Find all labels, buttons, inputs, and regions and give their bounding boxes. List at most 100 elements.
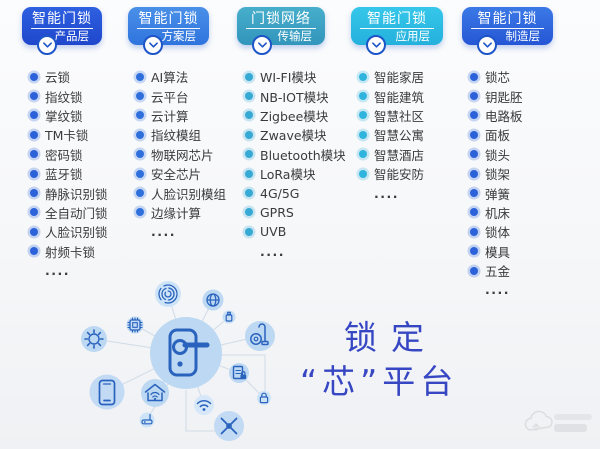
header-title: 智能门锁: [137, 11, 200, 29]
headline-line2: “芯”平台: [300, 362, 459, 401]
header-title: 门锁网络: [246, 11, 316, 29]
list-item: 钥匙胚: [470, 86, 553, 105]
list-item-label: 密码锁: [45, 147, 83, 163]
header-solution-layer: 智能门锁 方案层: [128, 7, 209, 55]
gear-icon: [81, 326, 107, 352]
list-item: 指纹锁: [30, 86, 102, 105]
list-item: 锁体: [470, 222, 553, 241]
bullet-icon: [359, 169, 367, 178]
bullet-icon: [136, 150, 144, 159]
chevron-down-icon: [366, 35, 386, 55]
list-item-label: LoRa模块: [260, 167, 316, 183]
bullet-icon: [30, 130, 38, 139]
more-ellipsis: ....: [374, 185, 399, 201]
bullet-icon: [359, 130, 367, 139]
bullet-icon: [245, 111, 253, 120]
more-ellipsis: ....: [45, 263, 70, 279]
bullet-icon: [470, 92, 478, 101]
list-item: 面板: [470, 125, 553, 144]
header-application-layer: 智能门锁 应用层: [351, 7, 443, 55]
list-item-label: Zigbee模块: [260, 108, 329, 124]
bullet-icon: [136, 189, 144, 198]
list-item: 电路板: [470, 106, 553, 125]
header-transmission-layer: 门锁网络 传输层: [237, 7, 325, 55]
chevron-down-icon: [252, 35, 272, 55]
list-item-label: 智慧公寓: [374, 128, 425, 144]
list-item: 指纹模组: [136, 125, 209, 144]
bullet-icon: [136, 92, 144, 101]
bullet-icon: [30, 150, 38, 159]
headline: 锁定 “芯”平台: [300, 320, 458, 400]
vacuum-cleaner-icon: [245, 321, 275, 351]
list-item-label: 锁头: [485, 147, 511, 163]
list-item: LoRa模块: [245, 164, 325, 183]
list-item-label: 锁芯: [485, 70, 511, 86]
bullet-icon: [245, 169, 253, 178]
bullet-icon: [245, 72, 253, 81]
header-title: 智能门锁: [31, 11, 93, 29]
column-application-layer: 智能门锁 应用层 智能家居智能建筑智慧社区智慧公寓智慧酒店智能安防....: [351, 7, 443, 203]
list-item-label: 安全芯片: [151, 167, 202, 183]
bullet-icon: [470, 150, 478, 159]
list-item-label: Zwave模块: [260, 128, 327, 144]
list-item-label: TM卡锁: [45, 128, 89, 144]
list-item-label: 静脉识别锁: [45, 186, 108, 202]
list-item-label: 智慧社区: [374, 108, 425, 124]
list-item: 云平台: [136, 86, 209, 105]
list-item: 锁头: [470, 145, 553, 164]
list-item: 锁芯: [470, 67, 553, 86]
bullet-icon: [245, 150, 253, 159]
list-item: 模具: [470, 242, 553, 261]
door-lock-icon: [150, 317, 222, 389]
list-item-label: 指纹模组: [151, 128, 202, 144]
item-list: AI算法云平台云计算指纹模组物联网芯片安全芯片人脸识别模组边缘计算....: [128, 67, 226, 242]
pliers-icon: [214, 411, 244, 441]
list-item-label: UVB: [260, 224, 287, 240]
bullet-icon: [30, 189, 38, 198]
list-item-label: 全自动门锁: [45, 205, 108, 221]
smartphone-icon: [89, 374, 125, 410]
list-item: 射频卡锁: [30, 242, 102, 261]
clipboard-lock-icon: [229, 363, 249, 383]
bullet-icon: [30, 111, 38, 120]
bullet-icon: [30, 208, 38, 217]
list-item: Bluetooth模块: [245, 145, 346, 164]
header-product-layer: 智能门锁 产品层: [22, 7, 102, 55]
bullet-icon: [470, 266, 478, 275]
list-item-label: 射频卡锁: [45, 244, 96, 260]
list-item-label: 云平台: [151, 89, 189, 105]
bullet-icon: [470, 72, 478, 81]
list-item-label: 云锁: [45, 70, 71, 86]
headline-line1: 锁定: [344, 318, 438, 357]
list-item: 人脸识别锁: [30, 222, 108, 241]
list-item: 安全芯片: [136, 164, 209, 183]
bullet-icon: [136, 208, 144, 217]
header-subtitle: 产品层: [54, 29, 90, 43]
header-subtitle: 方案层: [161, 29, 197, 43]
list-item-label: 锁架: [485, 167, 511, 183]
list-item-label: 边缘计算: [151, 205, 202, 221]
column-solution-layer: 智能门锁 方案层 AI算法云平台云计算指纹模组物联网芯片安全芯片人脸识别模组边缘…: [128, 7, 226, 242]
header-manufacturing-layer: 智能门锁 制造层: [462, 7, 553, 55]
list-item: 智能家居: [359, 67, 443, 86]
chevron-down-icon: [37, 35, 57, 55]
bullet-icon: [470, 189, 478, 198]
list-item-label: Bluetooth模块: [260, 147, 346, 163]
bullet-icon: [30, 92, 38, 101]
bullet-icon: [245, 130, 253, 139]
list-item-label: 钥匙胚: [485, 89, 523, 105]
wifi-icon: [194, 395, 214, 415]
padlock-icon: [257, 391, 271, 405]
bullet-icon: [245, 227, 253, 236]
list-item-label: WI-FI模块: [260, 70, 317, 86]
bullet-icon: [245, 208, 253, 217]
list-item-label: 电路板: [485, 108, 523, 124]
chip-icon: [126, 316, 144, 334]
bullet-icon: [30, 247, 38, 256]
fingerprint-icon: [155, 281, 181, 307]
bullet-icon: [30, 72, 38, 81]
list-item: Zigbee模块: [245, 106, 329, 125]
